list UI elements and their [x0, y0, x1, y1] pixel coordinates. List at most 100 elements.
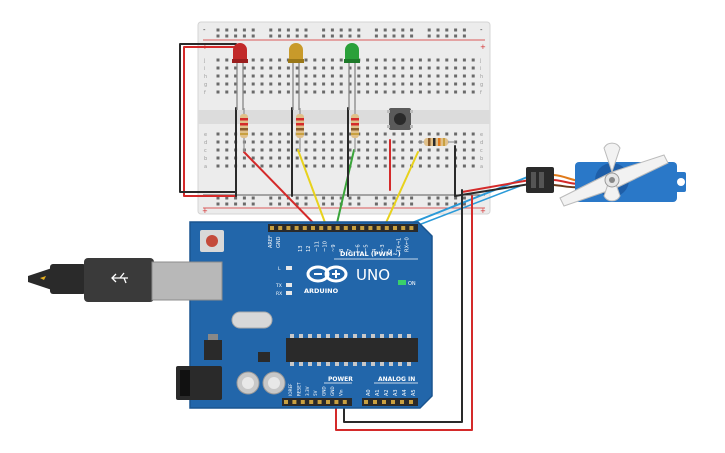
header-pin [326, 400, 330, 404]
breadboard-hole [366, 132, 370, 136]
breadboard-hole [225, 132, 229, 136]
digital-pin-label: ~3 [380, 244, 386, 252]
header-pin [391, 400, 395, 404]
breadboard-hole [445, 66, 449, 70]
servo-motor [526, 142, 686, 207]
rail-hole [445, 34, 449, 38]
usb-cable [28, 258, 223, 302]
breadboard-hole [251, 74, 255, 78]
header-pin [384, 226, 389, 230]
rail-hole [339, 196, 343, 200]
row-letter: i [480, 66, 481, 72]
aref-label: AREF [268, 235, 274, 248]
rail-hole [339, 34, 343, 38]
breadboard-hole [366, 74, 370, 78]
breadboard-hole [383, 58, 387, 62]
digital-pin-label: ~5 [364, 244, 370, 252]
breadboard-hole [269, 82, 273, 86]
breadboard-hole [322, 90, 326, 94]
breadboard-hole [383, 164, 387, 168]
breadboard-hole [260, 58, 264, 62]
led-yellow [288, 43, 304, 110]
breadboard-hole [269, 66, 273, 70]
rail-hole [286, 34, 290, 38]
breadboard-hole [436, 66, 440, 70]
breadboard-hole [313, 132, 317, 136]
breadboard-hole [348, 148, 352, 152]
breadboard-hole [374, 74, 378, 78]
breadboard-hole [216, 132, 220, 136]
breadboard-hole [462, 156, 466, 160]
breadboard-hole [313, 58, 317, 62]
rail-hole [348, 34, 352, 38]
rail-hole [216, 34, 220, 38]
breadboard-hole [313, 148, 317, 152]
rail-hole [357, 34, 361, 38]
breadboard-hole [216, 66, 220, 70]
breadboard-hole [242, 74, 246, 78]
rail-hole [427, 196, 431, 200]
breadboard-hole [366, 58, 370, 62]
breadboard-hole [286, 164, 290, 168]
breadboard-hole [471, 90, 475, 94]
digital-pin-label: ~10 [323, 241, 329, 252]
header-pin [352, 226, 356, 230]
digital-label: DIGITAL (PWM~) [340, 250, 401, 258]
breadboard-hole [374, 164, 378, 168]
breadboard-hole [366, 82, 370, 86]
breadboard-hole [260, 148, 264, 152]
row-letter: b [204, 156, 207, 162]
breadboard-hole [216, 58, 220, 62]
breadboard-hole [445, 58, 449, 62]
breadboard-hole [410, 58, 414, 62]
breadboard-hole [225, 148, 229, 152]
breadboard-hole [383, 148, 387, 152]
breadboard-hole [269, 148, 273, 152]
breadboard-hole [260, 132, 264, 136]
rail-hole [436, 34, 440, 38]
header-pin [382, 400, 386, 404]
breadboard-hole [436, 58, 440, 62]
breadboard-hole [322, 148, 326, 152]
breadboard-hole [471, 74, 475, 78]
rail-hole [286, 202, 290, 206]
breadboard-hole [295, 164, 299, 168]
led-rx [286, 291, 292, 295]
rail-hole [436, 196, 440, 200]
breadboard-hole [225, 156, 229, 160]
led-red [232, 43, 248, 110]
plus-label-tr: + [480, 43, 486, 51]
breadboard-hole [462, 140, 466, 144]
wire-red-servo-power [461, 179, 531, 193]
breadboard-hole [401, 132, 405, 136]
breadboard-hole [418, 132, 422, 136]
breadboard-hole [286, 140, 290, 144]
rail-hole [392, 34, 396, 38]
chip-pin [407, 334, 411, 338]
plus-label-br: + [480, 207, 486, 215]
rail-hole [322, 34, 326, 38]
breadboard-hole [410, 132, 414, 136]
rail-hole [410, 34, 414, 38]
breadboard-hole [286, 66, 290, 70]
breadboard-hole [454, 140, 458, 144]
row-letter: c [204, 148, 207, 154]
rail-hole [269, 28, 273, 32]
digital-pin-label: 7 [347, 249, 353, 252]
breadboard-hole [392, 132, 396, 136]
breadboard-hole [278, 82, 282, 86]
header-pin [400, 400, 404, 404]
breadboard-hole [401, 140, 405, 144]
row-letter: a [480, 164, 483, 170]
rail-hole [216, 196, 220, 200]
breadboard-hole [278, 58, 282, 62]
row-letter: h [480, 74, 483, 80]
breadboard-hole [427, 66, 431, 70]
digital-pin-label: ~6 [355, 244, 361, 252]
chip-pin [299, 334, 303, 338]
breadboard-hole [392, 82, 396, 86]
breadboard-hole [454, 74, 458, 78]
analog-pin-label: A0 [366, 389, 372, 396]
